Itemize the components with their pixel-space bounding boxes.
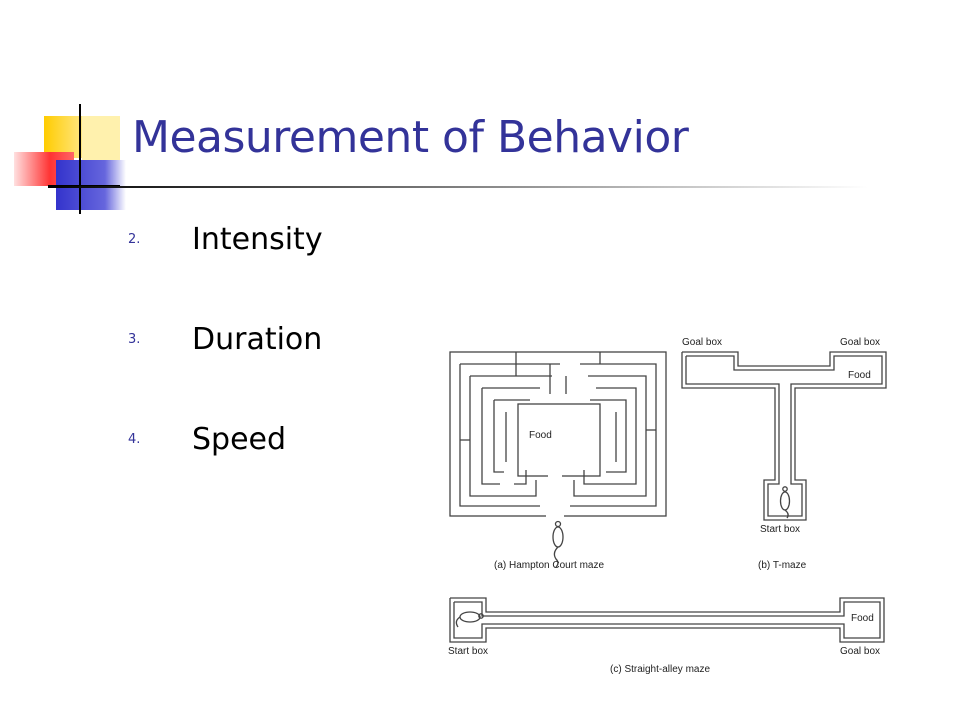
title-divider	[48, 186, 868, 188]
tmaze-goal-right-label: Goal box	[840, 337, 880, 348]
bullet-number: 4.	[128, 432, 141, 447]
hampton-food-label: Food	[529, 430, 552, 441]
tmaze-food-label: Food	[848, 370, 871, 381]
bullet-number: 2.	[128, 232, 141, 247]
straight-start-label: Start box	[448, 646, 488, 657]
maze-figure: Food (a) Hampton Court maze Goal box Goa…	[448, 337, 887, 675]
bullet-text: Intensity	[192, 222, 323, 257]
t-maze	[681, 351, 887, 521]
slide-title: Measurement of Behavior	[132, 112, 689, 163]
hampton-caption: (a) Hampton Court maze	[494, 560, 604, 571]
bullet-text: Duration	[192, 322, 323, 357]
straight-caption: (c) Straight-alley maze	[610, 664, 710, 675]
tmaze-start-label: Start box	[760, 524, 800, 535]
bullet-number: 3.	[128, 332, 141, 347]
bullet-text: Speed	[192, 422, 287, 457]
straight-food-label: Food	[851, 613, 874, 624]
straight-alley-maze	[449, 597, 885, 643]
tmaze-caption: (b) T-maze	[758, 560, 807, 571]
tmaze-goal-left-label: Goal box	[682, 337, 722, 348]
straight-goal-label: Goal box	[840, 646, 880, 657]
hampton-court-maze	[449, 351, 667, 568]
